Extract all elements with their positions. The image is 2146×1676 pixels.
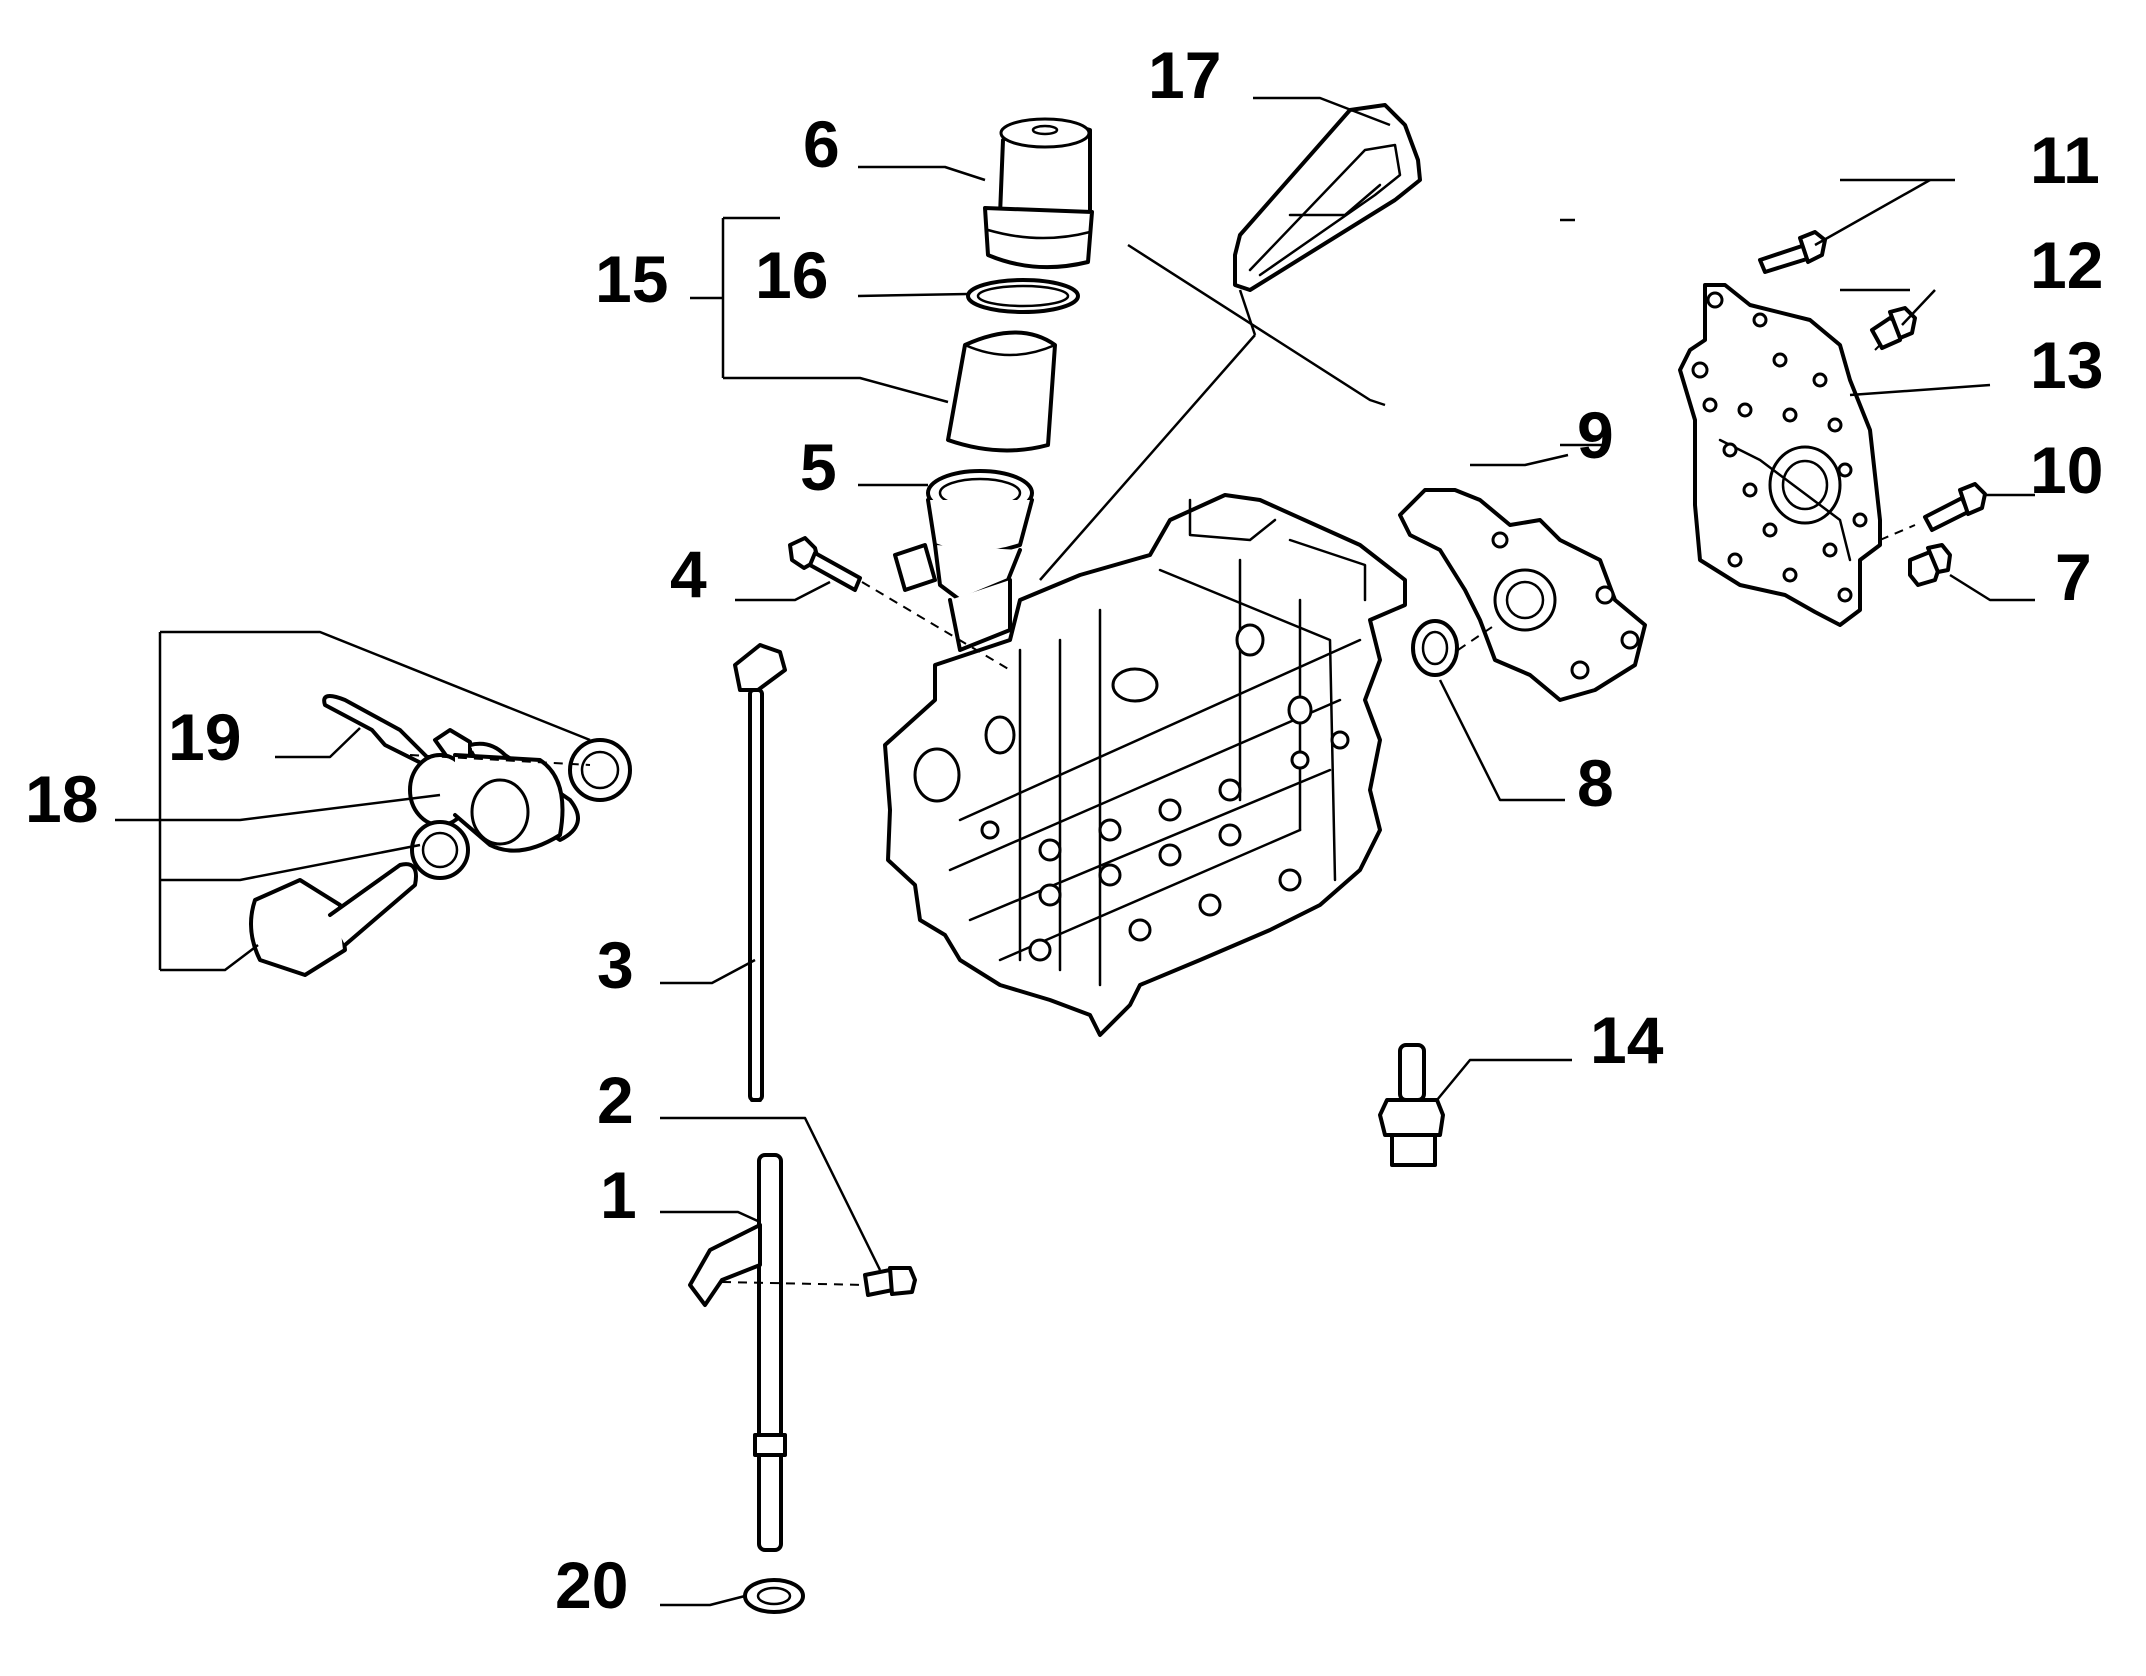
- banjo-fitting-18: [249, 694, 632, 977]
- assembly-lines: [409, 339, 1916, 1286]
- plug-14: [1378, 1043, 1445, 1167]
- callout-7: 7: [2055, 540, 2092, 614]
- bolt-11: [1758, 230, 1827, 274]
- callout-6: 6: [803, 107, 840, 181]
- seal-8: [1411, 619, 1459, 677]
- washer-20: [743, 1578, 805, 1614]
- callout-15: 15: [595, 242, 668, 316]
- timing-cover-13: [1678, 283, 1882, 627]
- callout-9: 9: [1577, 398, 1614, 472]
- bolt-2: [863, 1266, 917, 1297]
- callout-4: 4: [670, 537, 707, 611]
- callout-10: 10: [2030, 433, 2103, 507]
- o-ring-16: [966, 278, 1080, 314]
- callout-14: 14: [1590, 1003, 1664, 1077]
- engine-block: [883, 493, 1407, 1037]
- callout-17: 17: [1148, 38, 1221, 112]
- callout-8: 8: [1577, 746, 1614, 820]
- filter-cover-6: [983, 117, 1094, 270]
- bolt-12: [1870, 306, 1917, 350]
- baffle-plate-17: [1233, 103, 1422, 292]
- callout-5: 5: [800, 430, 837, 504]
- callout-20: 20: [555, 1548, 628, 1622]
- callout-1: 1: [600, 1158, 637, 1232]
- bolt-4: [788, 536, 862, 592]
- callout-12: 12: [2030, 228, 2103, 302]
- dipstick-3: [733, 643, 787, 1102]
- callout-11: 11: [2030, 123, 2100, 197]
- leader-lines: [115, 96, 2035, 1607]
- bolt-10: [1923, 482, 1987, 532]
- callout-13: 13: [2030, 328, 2103, 402]
- callout-18: 18: [25, 762, 98, 836]
- callout-19: 19: [168, 700, 241, 774]
- callout-16: 16: [755, 238, 828, 312]
- dipstick-tube-1: [688, 1153, 787, 1552]
- oil-pump-cover-9: [1398, 488, 1647, 702]
- callout-3: 3: [597, 928, 634, 1002]
- bolt-7: [1908, 543, 1952, 587]
- filter-housing-5: [893, 469, 1034, 652]
- filter-element-15: [946, 330, 1057, 453]
- callout-labels: 17 6 15 16 5 4 11 12 13 10 7 9 8 14 19 1…: [25, 38, 2103, 1622]
- callout-2: 2: [597, 1063, 634, 1137]
